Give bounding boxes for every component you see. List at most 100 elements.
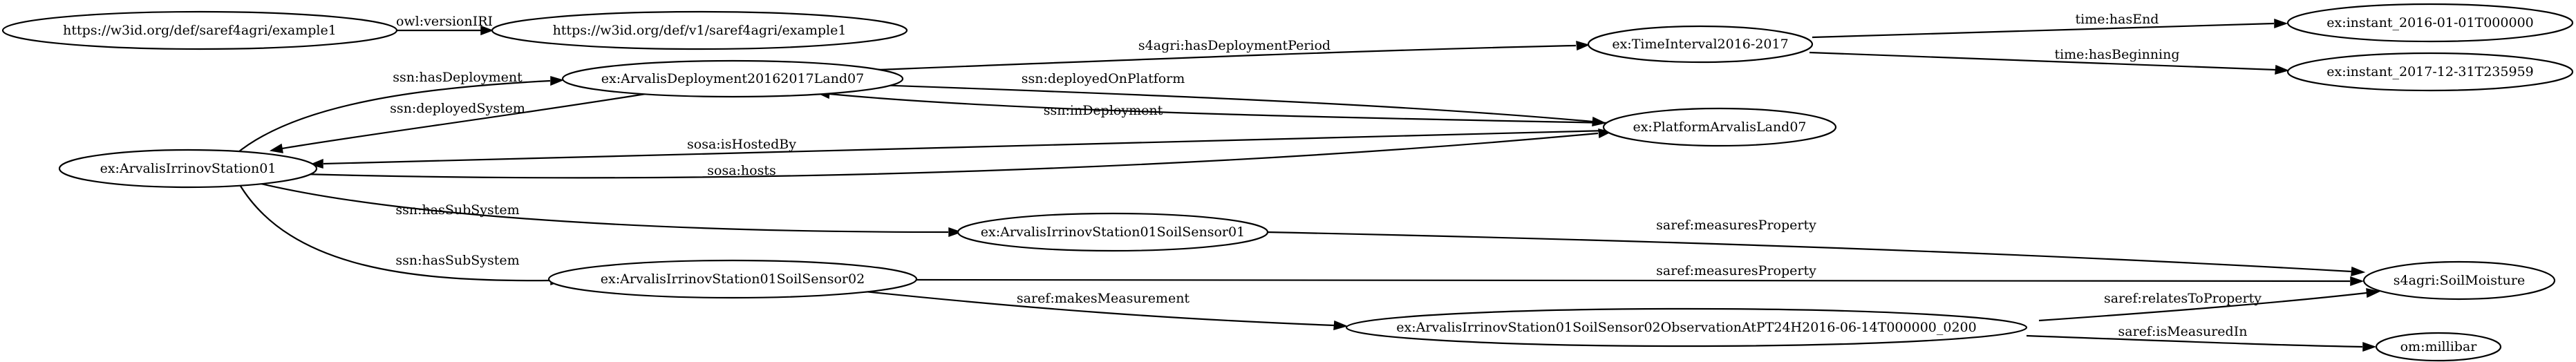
edge-is-hosted-by-arrowhead	[309, 158, 323, 169]
edge-measures-property-1: saref:measuresProperty	[1266, 218, 2366, 277]
node-interval-label: ex:TimeInterval2016-2017	[1612, 37, 1788, 52]
node-deployment-label: ex:ArvalisDeployment20162017Land07	[601, 71, 864, 86]
edge-has-deployment: ssn:hasDeployment	[234, 70, 565, 155]
edge-has-deployment-period-label: s4agri:hasDeploymentPeriod	[1138, 38, 1331, 53]
edge-has-deployment-period: s4agri:hasDeploymentPeriod	[877, 38, 1590, 71]
node-sensor02-ellipse	[547, 259, 918, 299]
node-observation-ellipse	[1345, 307, 2028, 347]
node-instant-2016-ellipse	[2286, 3, 2574, 43]
node-sensor02-label: ex:ArvalisIrrinovStation01SoilSensor02	[601, 272, 865, 287]
node-deployment[interactable]: ex:ArvalisDeployment20162017Land07	[561, 59, 904, 98]
edge-measures-property-1-line	[1266, 231, 2352, 273]
node-sensor02[interactable]: ex:ArvalisIrrinovStation01SoilSensor02	[547, 259, 918, 299]
node-instant-2017[interactable]: ex:instant_2017-12-31T235959	[2286, 52, 2574, 92]
edge-measures-property-2-arrowhead	[2350, 276, 2365, 287]
edge-has-sub-system-1-label: ssn:hasSubSystem	[395, 202, 519, 218]
edge-has-end: time:hasEnd	[1812, 12, 2288, 39]
node-platform[interactable]: ex:PlatformArvalisLand07	[1602, 107, 1837, 147]
edge-has-deployment-arrowhead	[550, 75, 565, 86]
node-instant-2016[interactable]: ex:instant_2016-01-01T000000	[2286, 3, 2574, 43]
edge-is-hosted-by: sosa:isHostedBy	[309, 129, 1608, 169]
edge-deployed-on-platform-label: ssn:deployedOnPlatform	[1022, 71, 1185, 86]
edge-version-iri: owl:versionIRI	[396, 14, 494, 36]
edge-has-deployment-line	[234, 79, 551, 155]
node-example1-label: https://w3id.org/def/saref4agri/example1	[63, 23, 337, 38]
edge-relates-to-property-line	[2038, 292, 2367, 322]
edge-hosts: sosa:hosts	[302, 128, 1613, 179]
edge-is-hosted-by-line	[323, 129, 1608, 165]
edge-makes-measurement-arrowhead	[1333, 320, 1348, 331]
edge-has-beginning-arrowhead	[2275, 64, 2290, 75]
edge-deployed-system-arrowhead	[269, 143, 283, 153]
edge-is-measured-in-line	[2026, 334, 2363, 348]
node-millibar[interactable]: om:millibar	[2375, 332, 2502, 362]
edge-has-sub-system-1: ssn:hasSubSystem	[261, 182, 963, 238]
node-interval[interactable]: ex:TimeInterval2016-2017	[1587, 25, 1814, 64]
edge-in-deployment-line	[829, 93, 1614, 124]
node-sensor01-ellipse	[957, 212, 1269, 252]
edge-relates-to-property-arrowhead	[2366, 288, 2381, 298]
edge-has-end-arrowhead	[2274, 18, 2288, 29]
node-station-label: ex:ArvalisIrrinovStation01	[100, 161, 276, 176]
node-soil-moisture[interactable]: s4agri:SoilMoisture	[2362, 260, 2556, 301]
edge-in-deployment-label: ssn:inDeployment	[1044, 103, 1163, 118]
edge-has-sub-system-2: ssn:hasSubSystem	[238, 183, 565, 286]
edge-measures-property-2-label: saref:measuresProperty	[1656, 263, 1816, 278]
edge-has-end-label: time:hasEnd	[2076, 12, 2159, 27]
edge-has-end-line	[1812, 22, 2275, 39]
node-interval-ellipse	[1587, 25, 1814, 64]
node-soil-moisture-ellipse	[2362, 260, 2556, 301]
edge-is-hosted-by-label: sosa:isHostedBy	[687, 137, 796, 152]
edge-is-measured-in: saref:isMeasuredIn	[2026, 324, 2377, 352]
edge-measures-property-1-label: saref:measuresProperty	[1656, 218, 1816, 233]
node-observation[interactable]: ex:ArvalisIrrinovStation01SoilSensor02Ob…	[1345, 307, 2028, 347]
edge-has-sub-system-1-arrowhead	[948, 227, 963, 238]
node-example1-v1-label: https://w3id.org/def/v1/saref4agri/examp…	[553, 23, 847, 38]
edge-deployed-on-platform-arrowhead	[1592, 116, 1607, 126]
edge-has-beginning-label: time:hasBeginning	[2054, 47, 2179, 62]
node-sensor01[interactable]: ex:ArvalisIrrinovStation01SoilSensor01	[957, 212, 1269, 252]
edge-makes-measurement-line	[851, 289, 1335, 327]
node-example1-v1[interactable]: https://w3id.org/def/v1/saref4agri/examp…	[491, 10, 908, 50]
edge-has-sub-system-1-line	[261, 182, 949, 234]
edge-deployed-system-line	[281, 93, 646, 150]
node-example1-ellipse	[1, 10, 398, 50]
edge-makes-measurement: saref:makesMeasurement	[851, 289, 1348, 331]
node-example1[interactable]: https://w3id.org/def/saref4agri/example1	[1, 10, 398, 50]
node-soil-moisture-label: s4agri:SoilMoisture	[2394, 273, 2525, 288]
edge-is-measured-in-label: saref:isMeasuredIn	[2118, 324, 2248, 339]
edge-deployed-system-label: ssn:deployedSystem	[390, 101, 525, 116]
edge-measures-property-2: saref:measuresProperty	[916, 263, 2365, 287]
edge-deployed-on-platform-line	[873, 84, 1593, 123]
node-millibar-label: om:millibar	[2400, 339, 2478, 354]
edge-relates-to-property: saref:relatesToProperty	[2038, 288, 2381, 322]
edge-deployed-on-platform: ssn:deployedOnPlatform	[873, 71, 1607, 126]
edge-in-deployment: ssn:inDeployment	[815, 89, 1614, 124]
edge-has-deployment-label: ssn:hasDeployment	[393, 70, 523, 85]
edge-has-beginning: time:hasBeginning	[1809, 47, 2290, 75]
edge-has-deployment-period-line	[877, 44, 1577, 71]
node-instant-2016-label: ex:instant_2016-01-01T000000	[2326, 15, 2534, 30]
node-platform-ellipse	[1602, 107, 1837, 147]
edge-is-measured-in-arrowhead	[2362, 341, 2377, 352]
node-deployment-ellipse	[561, 59, 904, 98]
node-sensor01-label: ex:ArvalisIrrinovStation01SoilSensor01	[981, 225, 1245, 240]
edge-has-sub-system-2-line	[238, 183, 551, 282]
edge-has-sub-system-2-label: ssn:hasSubSystem	[395, 253, 519, 268]
edge-measures-property-1-arrowhead	[2351, 266, 2366, 277]
node-station-ellipse	[58, 149, 318, 189]
node-millibar-ellipse	[2375, 332, 2502, 362]
edge-version-iri-arrowhead	[480, 25, 494, 36]
edge-has-beginning-line	[1809, 51, 2276, 71]
node-instant-2017-ellipse	[2286, 52, 2574, 92]
edge-version-iri-label: owl:versionIRI	[396, 14, 493, 29]
edge-measures-property-2-line	[916, 278, 2351, 283]
edge-makes-measurement-label: saref:makesMeasurement	[1017, 291, 1190, 306]
node-platform-label: ex:PlatformArvalisLand07	[1633, 120, 1806, 135]
node-station[interactable]: ex:ArvalisIrrinovStation01	[58, 149, 318, 189]
node-example1-v1-ellipse	[491, 10, 908, 50]
edge-has-deployment-period-arrowhead	[1576, 40, 1590, 51]
edge-deployed-system: ssn:deployedSystem	[269, 93, 646, 153]
node-observation-label: ex:ArvalisIrrinovStation01SoilSensor02Ob…	[1396, 320, 1976, 335]
